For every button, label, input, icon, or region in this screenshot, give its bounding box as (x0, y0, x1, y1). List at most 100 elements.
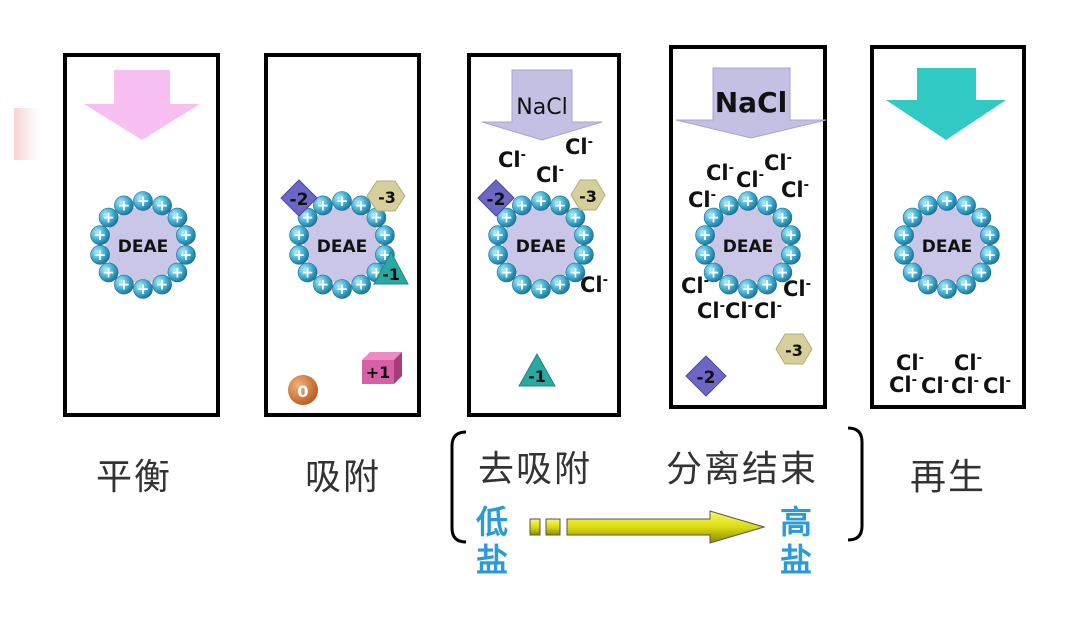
bead (114, 274, 134, 295)
chloride-ion: Cl- (580, 273, 608, 297)
bead (167, 207, 188, 228)
bead (351, 195, 371, 216)
chloride-ion: Cl- (781, 178, 809, 202)
svg-text:-1: -1 (382, 265, 400, 284)
svg-text:-3: -3 (378, 188, 396, 207)
chloride-ion: Cl- (697, 299, 725, 323)
svg-text:+: + (137, 192, 150, 210)
bead (918, 274, 938, 295)
svg-text:-3: -3 (579, 187, 597, 206)
bead (98, 207, 119, 228)
step-label-equilibrium: 平衡 (96, 457, 173, 498)
step-label-separation-end: 分离结束 (666, 449, 819, 490)
bead (574, 245, 594, 265)
svg-text:+: + (355, 196, 368, 214)
svg-text:+: + (742, 192, 755, 210)
svg-text:+: + (776, 263, 789, 281)
svg-text:-1: -1 (528, 367, 546, 386)
nacl-label-low: NaCl (516, 95, 567, 120)
resin-label: DEAE (317, 237, 368, 257)
bead (565, 262, 586, 283)
nacl-arrow-low (481, 69, 603, 141)
bead (351, 274, 371, 295)
svg-text:+: + (554, 276, 567, 294)
bead (772, 207, 793, 228)
chloride-ion: Cl- (498, 148, 526, 172)
svg-text:+: + (516, 276, 529, 294)
svg-text:+: + (578, 226, 591, 244)
bead (757, 195, 777, 216)
resin-label: DEAE (723, 237, 774, 257)
chloride-ion: Cl- (681, 274, 709, 298)
bead (738, 191, 758, 211)
svg-text:+: + (94, 226, 107, 244)
bead (90, 245, 110, 265)
bead (781, 225, 801, 245)
svg-text:+: + (317, 276, 330, 294)
bead (496, 207, 517, 228)
svg-text:+: + (707, 263, 720, 281)
bead (152, 195, 172, 216)
svg-text:+: + (898, 226, 911, 244)
resin-desorption: ++++++++++++++DEAE (488, 191, 594, 299)
bead (332, 279, 352, 299)
step-label-regeneration: 再生 (910, 457, 987, 498)
bead (550, 195, 570, 216)
svg-text:+: + (171, 209, 184, 227)
protein-neg3-adsorbed: -3 (366, 180, 406, 212)
bead (902, 262, 923, 283)
chloride-ion: Cl- (889, 373, 917, 397)
bead (781, 245, 801, 265)
svg-text:+: + (975, 209, 988, 227)
svg-text:+: + (742, 280, 755, 298)
svg-text:+: + (554, 196, 567, 214)
svg-text:+: + (180, 246, 193, 264)
chloride-ion: Cl- (921, 374, 949, 398)
svg-text:+1: +1 (366, 363, 391, 382)
svg-text:+: + (370, 209, 383, 227)
bead (937, 279, 957, 299)
svg-text:+: + (535, 280, 548, 298)
svg-text:+: + (118, 276, 131, 294)
svg-text:+: + (171, 263, 184, 281)
bead (565, 207, 586, 228)
protein-neg2-desorbing: -2 (477, 179, 515, 217)
svg-text:+: + (301, 263, 314, 281)
resin-regeneration: ++++++++++++++DEAE (894, 191, 1000, 299)
svg-text:+: + (118, 196, 131, 214)
bead (918, 195, 938, 216)
bead (332, 191, 352, 211)
protein-neg2-adsorbed: -2 (280, 179, 318, 217)
bead (512, 274, 532, 295)
chloride-ion: Cl- (954, 351, 982, 375)
svg-text:-3: -3 (785, 341, 803, 360)
svg-text:+: + (941, 192, 954, 210)
svg-text:+: + (922, 196, 935, 214)
bead (289, 245, 309, 265)
bead (531, 279, 551, 299)
bead (937, 191, 957, 211)
bead (176, 225, 196, 245)
step-label-desorption: 去吸附 (478, 449, 593, 490)
svg-text:-2: -2 (697, 368, 716, 388)
bead (488, 245, 508, 265)
bead (114, 195, 134, 216)
bead (297, 262, 318, 283)
chloride-ion: Cl- (951, 374, 979, 398)
svg-text:+: + (500, 263, 513, 281)
bead (738, 279, 758, 299)
bead (313, 274, 333, 295)
bead (133, 191, 153, 211)
svg-text:+: + (761, 196, 774, 214)
protein-neg3-desorbing: -3 (570, 179, 606, 211)
high-salt-label: 高盐 (779, 503, 812, 579)
bead (980, 225, 1000, 245)
decorative-bar (14, 108, 38, 160)
regeneration-arrow-teal (886, 68, 1006, 140)
bead (176, 245, 196, 265)
svg-text:0: 0 (297, 382, 308, 401)
svg-text:+: + (761, 276, 774, 294)
svg-text:+: + (578, 246, 591, 264)
chloride-ion: Cl- (754, 299, 782, 323)
